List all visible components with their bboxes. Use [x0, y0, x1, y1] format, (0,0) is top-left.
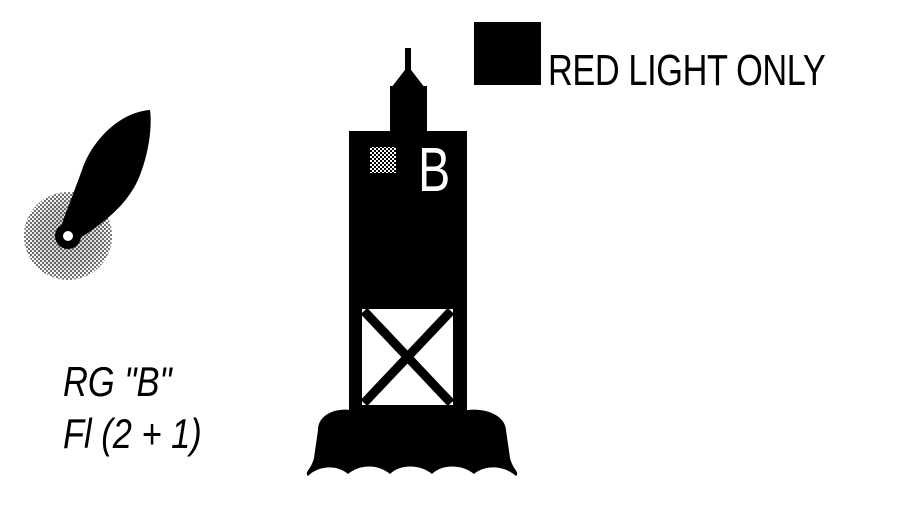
buoy-letter: B: [418, 140, 450, 202]
caption-line-1: RG "B": [63, 356, 202, 408]
buoy-chart-symbol-icon: [24, 110, 151, 280]
buoy-caption: RG "B" Fl (2 + 1): [63, 356, 202, 460]
legend-swatch: [474, 22, 541, 85]
buoy-light-icon: [370, 147, 396, 173]
buoy-icon: [307, 48, 517, 476]
caption-line-2: Fl (2 + 1): [63, 408, 202, 460]
legend-label: RED LIGHT ONLY: [548, 46, 825, 96]
